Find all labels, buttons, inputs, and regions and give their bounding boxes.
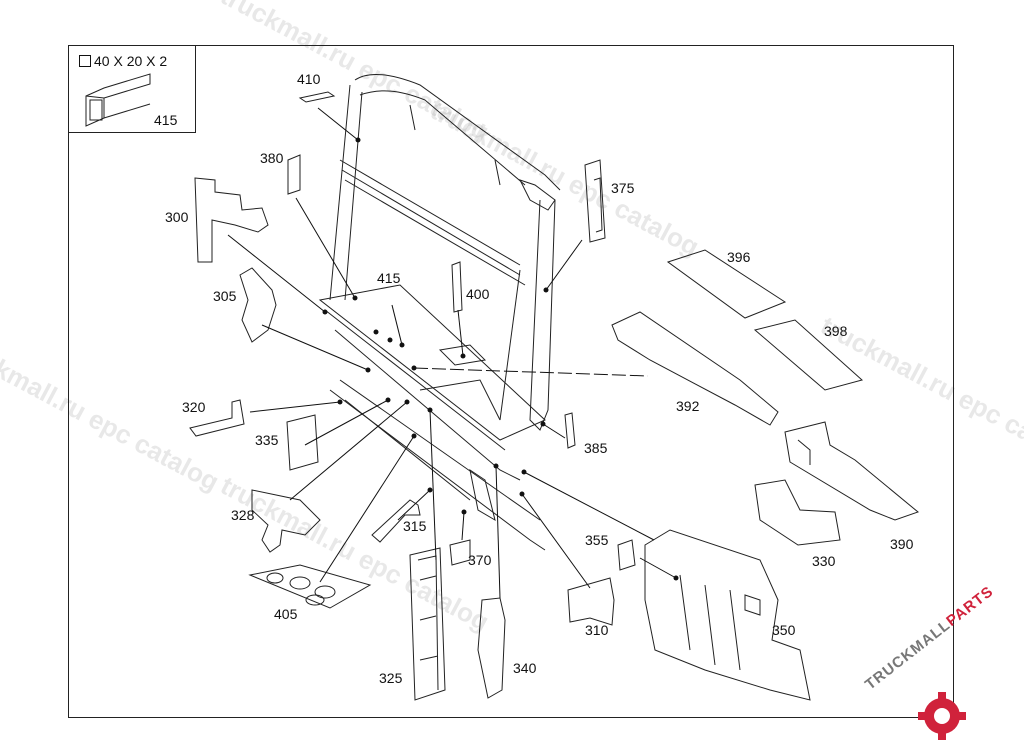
part-410-drawing	[298, 91, 336, 103]
part-label-328: 328	[231, 507, 255, 523]
part-315-drawing	[371, 499, 421, 543]
part-label-405: 405	[274, 606, 298, 622]
part-310-drawing	[567, 577, 615, 626]
part-350-drawing	[644, 529, 811, 701]
part-label-400: 400	[466, 286, 490, 302]
part-label-310: 310	[585, 622, 609, 638]
square-section-icon	[79, 55, 91, 67]
part-label-398: 398	[824, 323, 848, 339]
part-380-drawing	[287, 154, 301, 195]
part-label-415: 415	[377, 270, 401, 286]
part-325-drawing	[409, 547, 446, 701]
part-label-315: 315	[403, 518, 427, 534]
part-400-drawing	[451, 261, 463, 313]
leader-dots	[322, 137, 679, 581]
part-label-396: 396	[727, 249, 751, 265]
part-label-355: 355	[585, 532, 609, 548]
part-label-350: 350	[772, 622, 796, 638]
part-390-drawing	[784, 421, 920, 521]
profile-inset-box	[68, 45, 196, 133]
gear-logo-icon	[918, 692, 966, 740]
part-label-390: 390	[890, 536, 914, 552]
drawing-frame	[68, 45, 954, 718]
part-370-drawing	[449, 539, 471, 566]
part-label-330: 330	[812, 553, 836, 569]
part-300-drawing	[194, 177, 269, 263]
part-label-300: 300	[165, 209, 189, 225]
part-385-drawing	[564, 412, 576, 449]
cab-frame-drawing	[318, 74, 561, 551]
part-328-drawing	[251, 489, 321, 553]
part-label-320: 320	[182, 399, 206, 415]
part-label-410: 410	[297, 71, 321, 87]
part-label-325: 325	[379, 670, 403, 686]
part-375-drawing	[584, 159, 606, 243]
part-label-385: 385	[584, 440, 608, 456]
part-335-drawing	[286, 414, 319, 471]
part-305-drawing	[239, 267, 277, 343]
part-392-drawing	[611, 311, 779, 426]
tube-profile-drawing	[85, 73, 151, 127]
part-398-drawing	[753, 319, 864, 391]
part-355-drawing	[617, 539, 636, 571]
part-396-drawing	[666, 249, 787, 319]
part-label-375: 375	[611, 180, 635, 196]
part-330-drawing	[754, 479, 841, 546]
leader-lines	[227, 107, 677, 599]
part-label-335: 335	[255, 432, 279, 448]
part-label-305: 305	[213, 288, 237, 304]
part-label-380: 380	[260, 150, 284, 166]
profile-spec: 40 X 20 X 2	[79, 53, 167, 69]
part-label-370: 370	[468, 552, 492, 568]
part-405-drawing	[248, 564, 372, 609]
part-340-drawing	[477, 597, 506, 699]
part-label-340: 340	[513, 660, 537, 676]
part-label-392: 392	[676, 398, 700, 414]
profile-part-label: 415	[154, 112, 178, 128]
part-320-drawing	[189, 399, 245, 437]
